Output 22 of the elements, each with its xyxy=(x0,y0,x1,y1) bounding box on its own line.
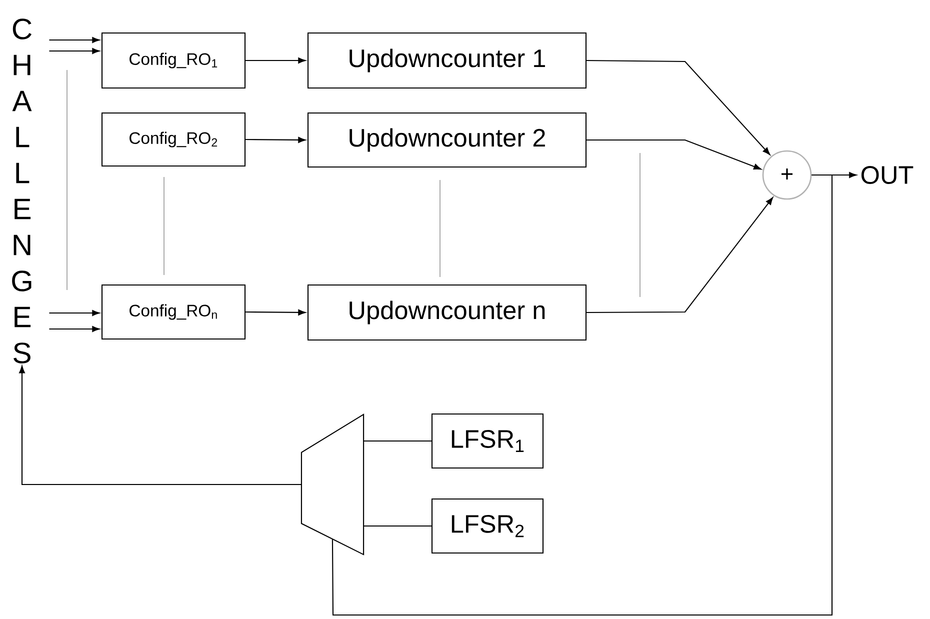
counter-box: Updowncounter 1 xyxy=(307,32,587,89)
arrow xyxy=(586,139,762,170)
counter-box: Updowncounter n xyxy=(307,284,587,341)
lfsr-box: LFSR$_{2}$ xyxy=(431,498,544,554)
counter-box: Updowncounter 2 xyxy=(307,112,587,168)
arrow xyxy=(586,197,774,314)
arrow xyxy=(246,309,306,316)
output-label: OUT xyxy=(861,166,914,184)
multiplexer-shape xyxy=(300,414,364,556)
arrow xyxy=(246,58,306,64)
arrow xyxy=(246,136,306,143)
lfsr-box: LFSR$_{1}$ xyxy=(431,413,544,469)
config-box: Config_RO$_{1}$ xyxy=(101,32,246,89)
config-box: Config_RO$_{n}$ xyxy=(101,284,246,340)
arrow xyxy=(49,326,100,332)
arrow xyxy=(49,37,100,43)
config-box: Config_RO$_{2}$ xyxy=(101,112,246,167)
arrow xyxy=(49,48,100,54)
arrow xyxy=(19,366,302,486)
vertical-label: CHALLENGES xyxy=(12,18,32,364)
arrow xyxy=(49,310,100,316)
arrow xyxy=(586,60,770,155)
